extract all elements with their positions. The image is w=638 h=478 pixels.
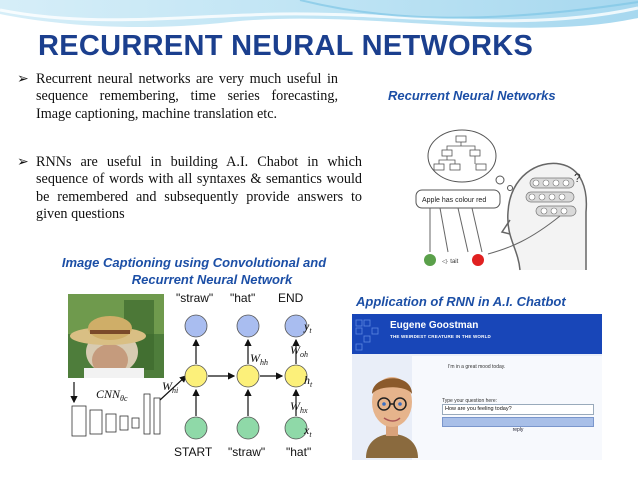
arrow-bullet-icon: ➢	[17, 72, 29, 87]
x-t-label: xt	[303, 423, 312, 439]
output-word-1: "straw"	[176, 291, 213, 305]
w-hh-label: Whh	[250, 351, 268, 367]
image-captioning-figure: CNNθc Whi "straw" "hat" END START "straw…	[64, 290, 332, 466]
bullet-text: Recurrent neural networks are very much …	[36, 71, 338, 122]
question-input[interactable]: How are you feeling today?	[442, 404, 594, 415]
cnn-label: CNNθc	[96, 387, 128, 403]
reply-button-label: reply	[512, 427, 524, 433]
output-word-3: END	[278, 291, 304, 305]
hidden-node-3	[284, 364, 308, 388]
bot-message: I'm in a great mood today.	[448, 364, 506, 370]
input-word-1: START	[174, 445, 213, 459]
red-button-icon	[472, 254, 484, 266]
input-node-1	[184, 416, 208, 440]
input-node-3	[284, 416, 308, 440]
rnn-brain-figure: Apple has colour red ? ◁· tait	[410, 120, 588, 272]
bot-subtitle: THE WEIRDEST CREATURE IN THE WORLD	[390, 334, 491, 339]
hidden-node-1	[184, 364, 208, 388]
question-input-value: How are you feeling today?	[445, 406, 512, 412]
bullet-item-2: ➢ RNNs are useful in building A.I. Chabo…	[17, 154, 362, 224]
bot-avatar	[366, 377, 418, 458]
input-node-2	[236, 416, 260, 440]
output-node-1	[184, 314, 208, 338]
rnn-figure-caption: Recurrent Neural Networks	[388, 88, 556, 103]
svg-text:?: ?	[574, 171, 581, 185]
image-captioning-caption: Image Captioning using Convolutional and…	[40, 254, 348, 288]
y-t-label: yt	[303, 319, 312, 335]
question-prompt: Type your question here:	[442, 398, 498, 404]
w-hi-label: Whi	[162, 379, 178, 395]
arrow-bullet-icon: ➢	[17, 155, 29, 170]
w-oh-label: Woh	[290, 343, 308, 359]
chatbot-caption: Application of RNN in A.I. Chatbot	[356, 294, 566, 309]
bullet-item-1: ➢ Recurrent neural networks are very muc…	[17, 71, 338, 123]
speech-bubble-text: Apple has colour red	[422, 197, 486, 204]
input-word-3: "hat"	[286, 445, 311, 459]
bot-name: Eugene Goostman	[390, 320, 479, 331]
caption-line-1: Image Captioning using Convolutional and	[61, 255, 327, 270]
reply-button[interactable]: reply	[442, 417, 594, 433]
grid-decoration	[355, 319, 379, 351]
input-word-2: "straw"	[228, 445, 265, 459]
output-word-2: "hat"	[230, 291, 255, 305]
h-t-label: ht	[304, 373, 313, 389]
output-node-3	[284, 314, 308, 338]
man-with-straw-hat-photo	[68, 294, 164, 378]
chatbot-screenshot: Eugene Goostman THE WEIRDEST CREATURE IN…	[352, 314, 602, 460]
hidden-node-2	[236, 364, 260, 388]
green-button-icon	[424, 254, 436, 266]
captioning-diagram: CNNθc Whi "straw" "hat" END START "straw…	[68, 291, 313, 459]
rnn-brain-illustration: Apple has colour red ? ◁· tait	[415, 129, 588, 271]
slide-title: RECURRENT NEURAL NETWORKS	[38, 30, 534, 62]
bullet-text: RNNs are useful in building A.I. Chabot …	[36, 154, 362, 223]
w-hx-label: Whx	[290, 399, 308, 415]
output-node-2	[236, 314, 260, 338]
control-label: ◁· tait	[442, 259, 459, 265]
header-wave-decoration	[0, 0, 638, 28]
caption-line-2: Recurrent Neural Network	[131, 272, 293, 287]
